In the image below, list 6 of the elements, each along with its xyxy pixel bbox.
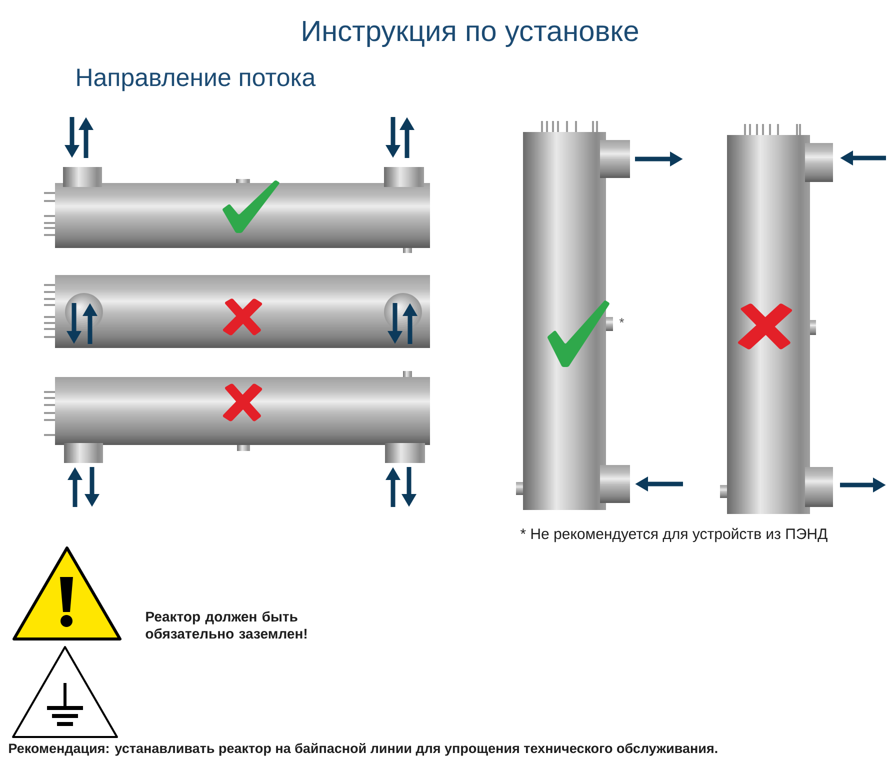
section-heading: Направление потока (77, 68, 316, 92)
title: Инструкция по установке (303, 21, 638, 48)
footnote-marker: * (619, 318, 624, 323)
recommendation-text: Рекомендация: устанавливать реактор на байпасной линии для упрощения технического обслуживания. (9, 742, 718, 756)
footnote: * Не рекомендуется для устройств из ПЭНД (520, 528, 828, 542)
warning-text: Реактор должен быть обязательно заземлен! (146, 611, 306, 639)
